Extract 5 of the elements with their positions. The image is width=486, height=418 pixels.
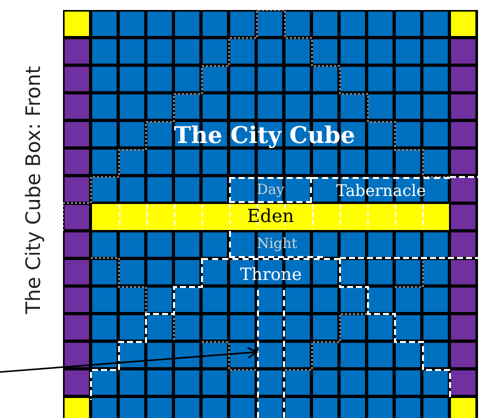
region-label: Eden [247, 208, 294, 226]
side-label: The City Cube Box: Front [21, 66, 45, 314]
arrow [0, 346, 258, 373]
throne-column [257, 290, 285, 418]
eden-band [91, 203, 450, 231]
